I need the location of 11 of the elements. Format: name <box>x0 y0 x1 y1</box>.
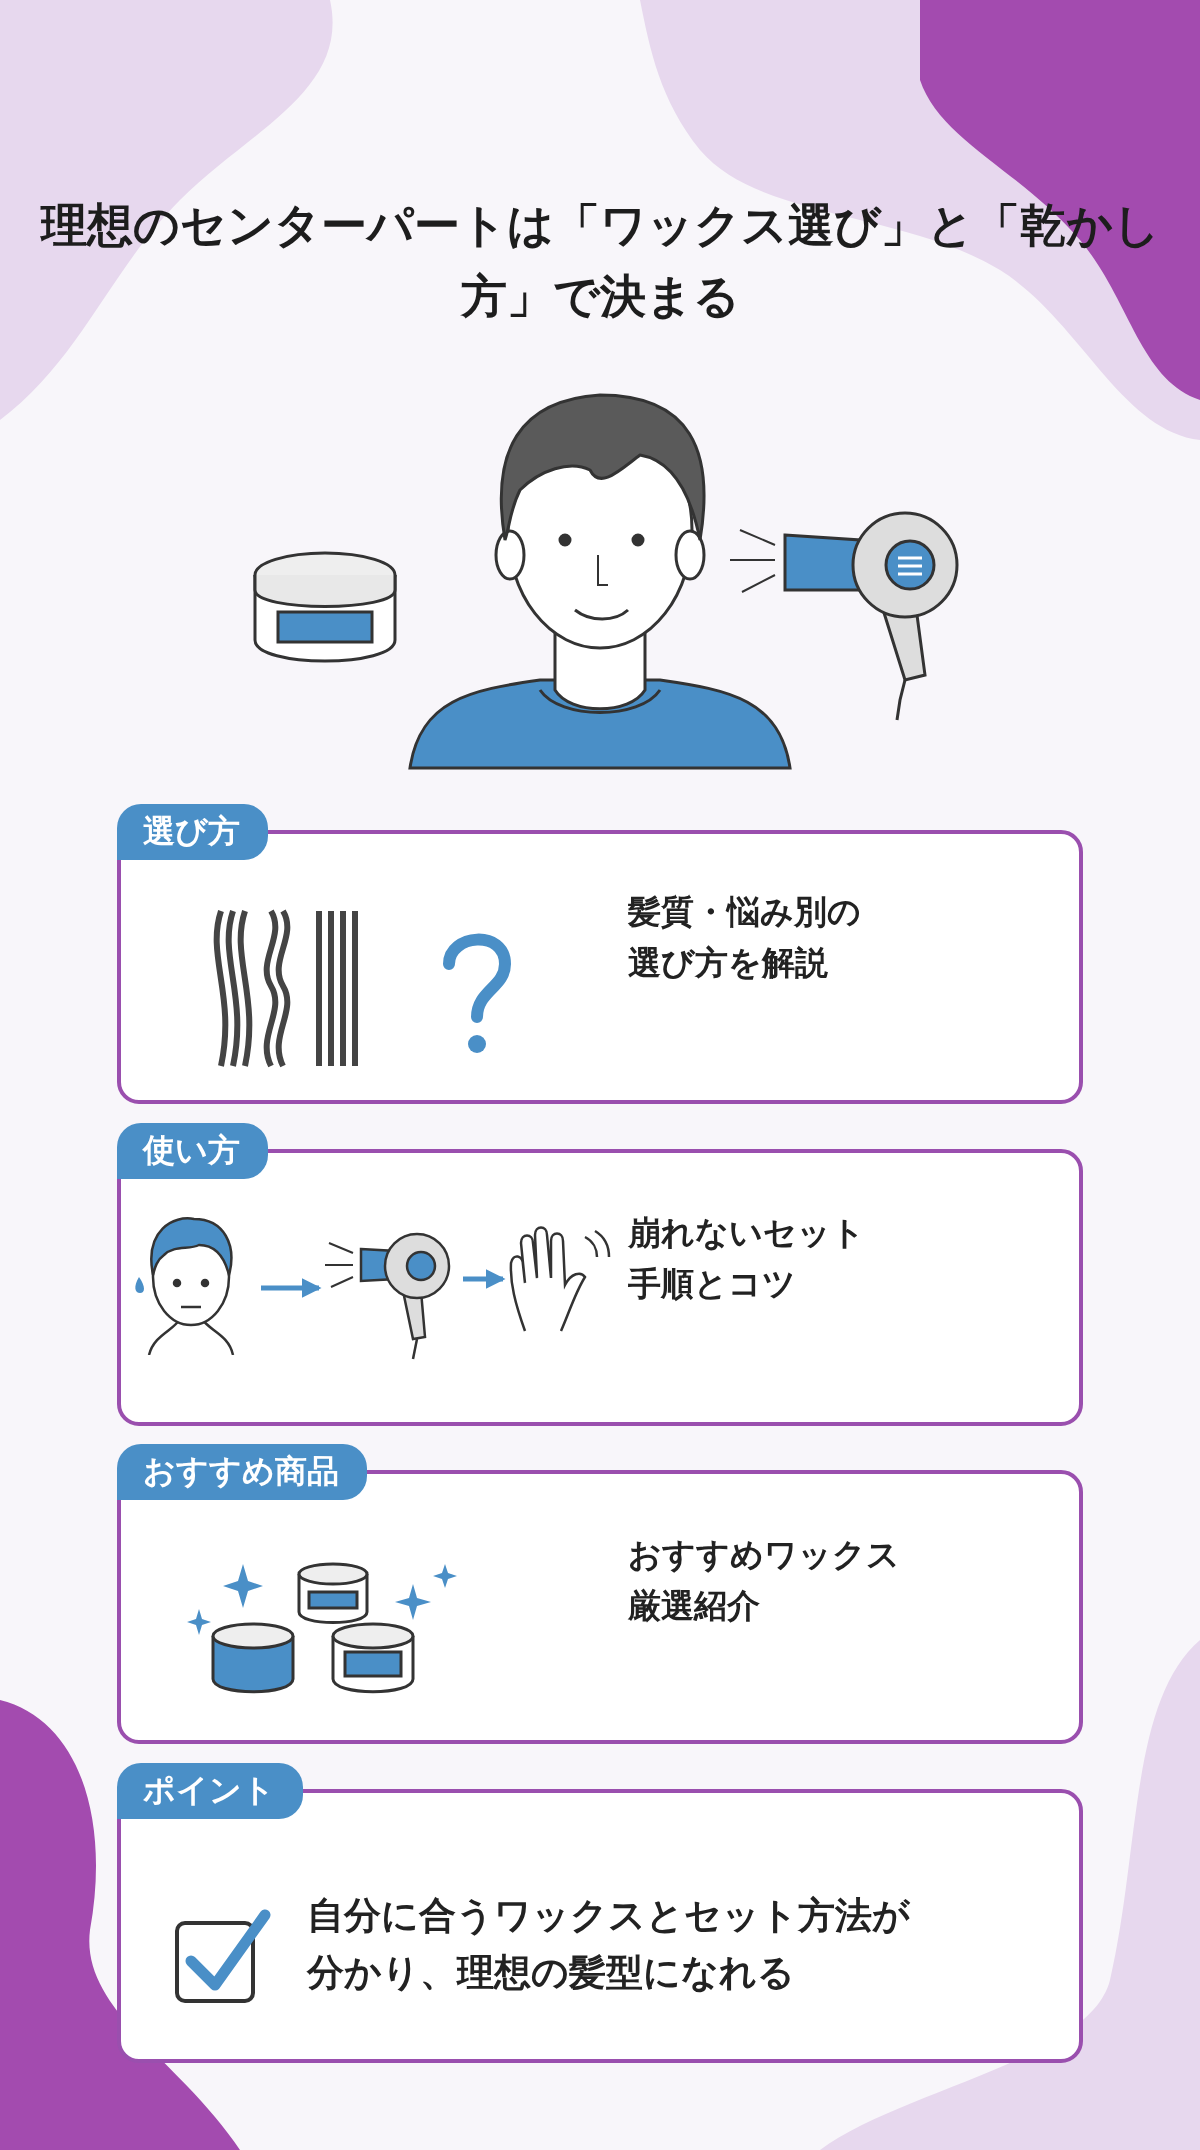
arrow <box>261 1278 322 1298</box>
section-tab: 選び方 <box>117 804 268 861</box>
section-tab: おすすめ商品 <box>117 1444 367 1501</box>
section-tab: 使い方 <box>117 1123 268 1180</box>
section-tab: ポイント <box>117 1763 303 1820</box>
section-text: 自分に合うワックスとセット方法が分かり、理想の髪型になれる <box>307 1893 911 1997</box>
title: 理想のセンターパートは「ワックス選び」と「乾かし方」で決まる <box>39 197 1161 326</box>
section-text: 崩れないセット手順とコツ <box>628 1212 866 1306</box>
arrow <box>463 1269 506 1289</box>
section-text: おすすめワックス厳選紹介 <box>628 1534 901 1628</box>
section-text: 髪質・悩み別の選び方を解説 <box>628 891 862 985</box>
